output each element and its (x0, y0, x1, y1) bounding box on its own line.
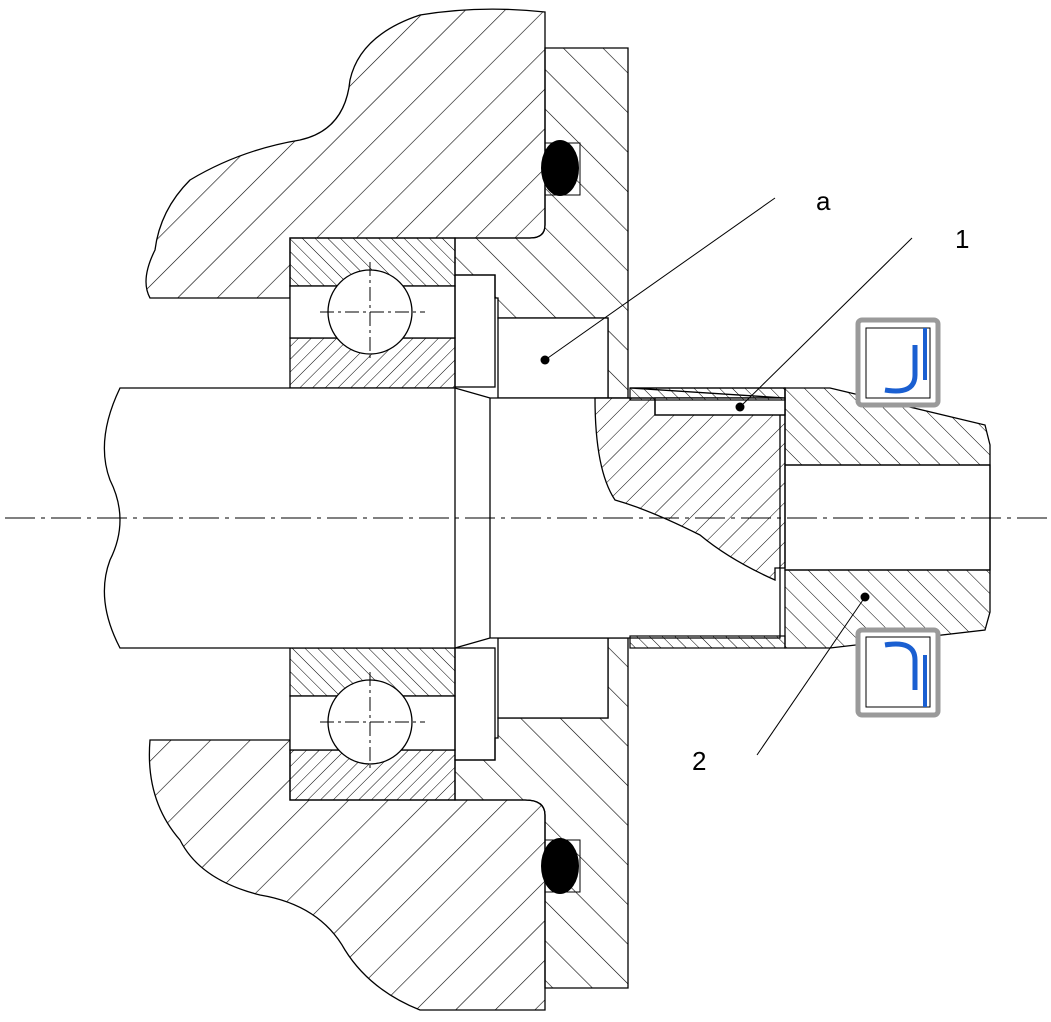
oring-upper (541, 140, 579, 196)
callout-1: 1 (955, 224, 969, 254)
cavity-lower (497, 637, 609, 719)
cavity-a-upper (497, 317, 609, 399)
leader-dot-a (540, 355, 550, 365)
callout-a: a (816, 186, 831, 216)
leader-dot-1 (735, 402, 745, 412)
lip-seal-lower (855, 627, 941, 718)
lip-seal-upper (855, 317, 941, 408)
bearing-upper (289, 237, 456, 389)
leader-dot-2 (860, 592, 870, 602)
oring-lower (541, 838, 579, 894)
bearing-lower (289, 647, 456, 801)
callout-2: 2 (692, 746, 706, 776)
shaft-broken-section (594, 397, 786, 582)
cover-flange-lower (454, 637, 629, 989)
